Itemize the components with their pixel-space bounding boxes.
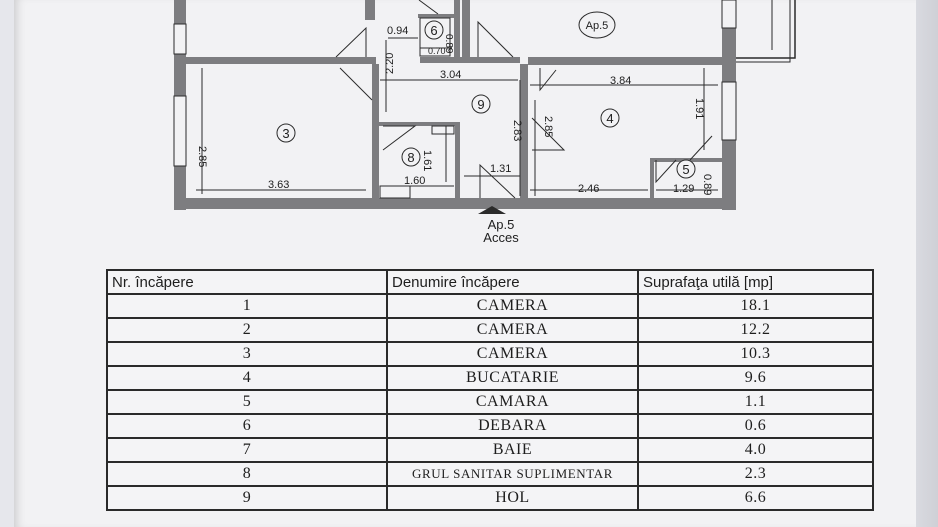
- room-number-cell: 9: [106, 485, 388, 511]
- table-row: 7 BAIE 4.0: [106, 437, 874, 463]
- room-name-cell: CAMERA: [386, 317, 639, 343]
- room-number-cell: 8: [106, 461, 388, 487]
- dim-label: 2.20: [384, 53, 396, 74]
- room-area-table: Nr. încăpere Denumire încăpere Suprafaţa…: [106, 269, 874, 511]
- table-row: 6 DEBARA 0.6: [106, 413, 874, 439]
- room-name-cell: CAMERA: [386, 341, 639, 367]
- room-area-cell: 12.2: [637, 317, 874, 343]
- dim-label: 0.94: [387, 25, 408, 37]
- dim-label: 3.84: [610, 75, 631, 87]
- room-area-cell: 18.1: [637, 293, 874, 319]
- room-name-cell: BUCATARIE: [386, 365, 639, 391]
- room-name-cell: HOL: [386, 485, 639, 511]
- dim-label: 1.60: [404, 175, 425, 187]
- room-number-cell: 7: [106, 437, 388, 463]
- room-name-cell: GRUL SANITAR SUPLIMENTAR: [386, 461, 639, 487]
- room-name-cell: CAMARA: [386, 389, 639, 415]
- room-number-cell: 5: [106, 389, 388, 415]
- column-header: Denumire încăpere: [386, 269, 639, 295]
- room-number-cell: 4: [106, 365, 388, 391]
- dim-label: 1.31: [490, 163, 511, 175]
- room-area-cell: 2.3: [637, 461, 874, 487]
- room-number-label: 8: [407, 150, 414, 165]
- room-area-cell: 9.6: [637, 365, 874, 391]
- dim-label: 0.70: [428, 46, 446, 56]
- table-header-row: Nr. încăpere Denumire încăpere Suprafaţa…: [106, 269, 874, 295]
- dim-label: 0.89: [443, 34, 454, 54]
- column-header: Nr. încăpere: [106, 269, 388, 295]
- room-area-cell: 6.6: [637, 485, 874, 511]
- apartment-label: Ap.5: [586, 20, 609, 32]
- dim-label: 3.63: [268, 179, 289, 191]
- room-number-label: 4: [606, 111, 613, 126]
- room-name-cell: CAMERA: [386, 293, 639, 319]
- access-apartment-label: Ap.5: [488, 217, 515, 232]
- room-area-cell: 10.3: [637, 341, 874, 367]
- dim-label: 1.29: [673, 183, 694, 195]
- page-edge: [916, 0, 938, 527]
- dim-label: 3.04: [440, 69, 461, 81]
- table-row: 2 CAMERA 12.2: [106, 317, 874, 343]
- table-row: 1 CAMERA 18.1: [106, 293, 874, 319]
- room-number-cell: 2: [106, 317, 388, 343]
- room-name-cell: DEBARA: [386, 413, 639, 439]
- table-row: 8 GRUL SANITAR SUPLIMENTAR 2.3: [106, 461, 874, 487]
- floor-plan: 0.94 0.70 0.89 2.20 3.04 3.84 2.85 2.83 …: [173, 0, 796, 245]
- room-area-cell: 0.6: [637, 413, 874, 439]
- room-area-cell: 4.0: [637, 437, 874, 463]
- room-number-label: 5: [682, 162, 689, 177]
- dim-label: 2.83: [511, 120, 523, 141]
- table-row: 3 CAMERA 10.3: [106, 341, 874, 367]
- dim-label: 2.46: [578, 183, 599, 195]
- room-number-label: 9: [477, 97, 484, 112]
- dim-label: 0.89: [701, 174, 713, 195]
- table-row: 4 BUCATARIE 9.6: [106, 365, 874, 391]
- room-name-cell: BAIE: [386, 437, 639, 463]
- table-row: 9 HOL 6.6: [106, 485, 874, 511]
- column-header: Suprafaţa utilă [mp]: [637, 269, 874, 295]
- room-number-cell: 3: [106, 341, 388, 367]
- dim-label: 2.85: [196, 146, 208, 167]
- table-row: 5 CAMARA 1.1: [106, 389, 874, 415]
- dim-label: 1.91: [693, 98, 705, 119]
- room-number-label: 6: [430, 23, 437, 38]
- room-number-cell: 6: [106, 413, 388, 439]
- dim-label: 2.85: [542, 116, 554, 137]
- access-label: Acces: [483, 230, 519, 245]
- dim-label: 1.61: [421, 150, 433, 171]
- room-number-cell: 1: [106, 293, 388, 319]
- room-area-cell: 1.1: [637, 389, 874, 415]
- room-number-label: 3: [282, 126, 289, 141]
